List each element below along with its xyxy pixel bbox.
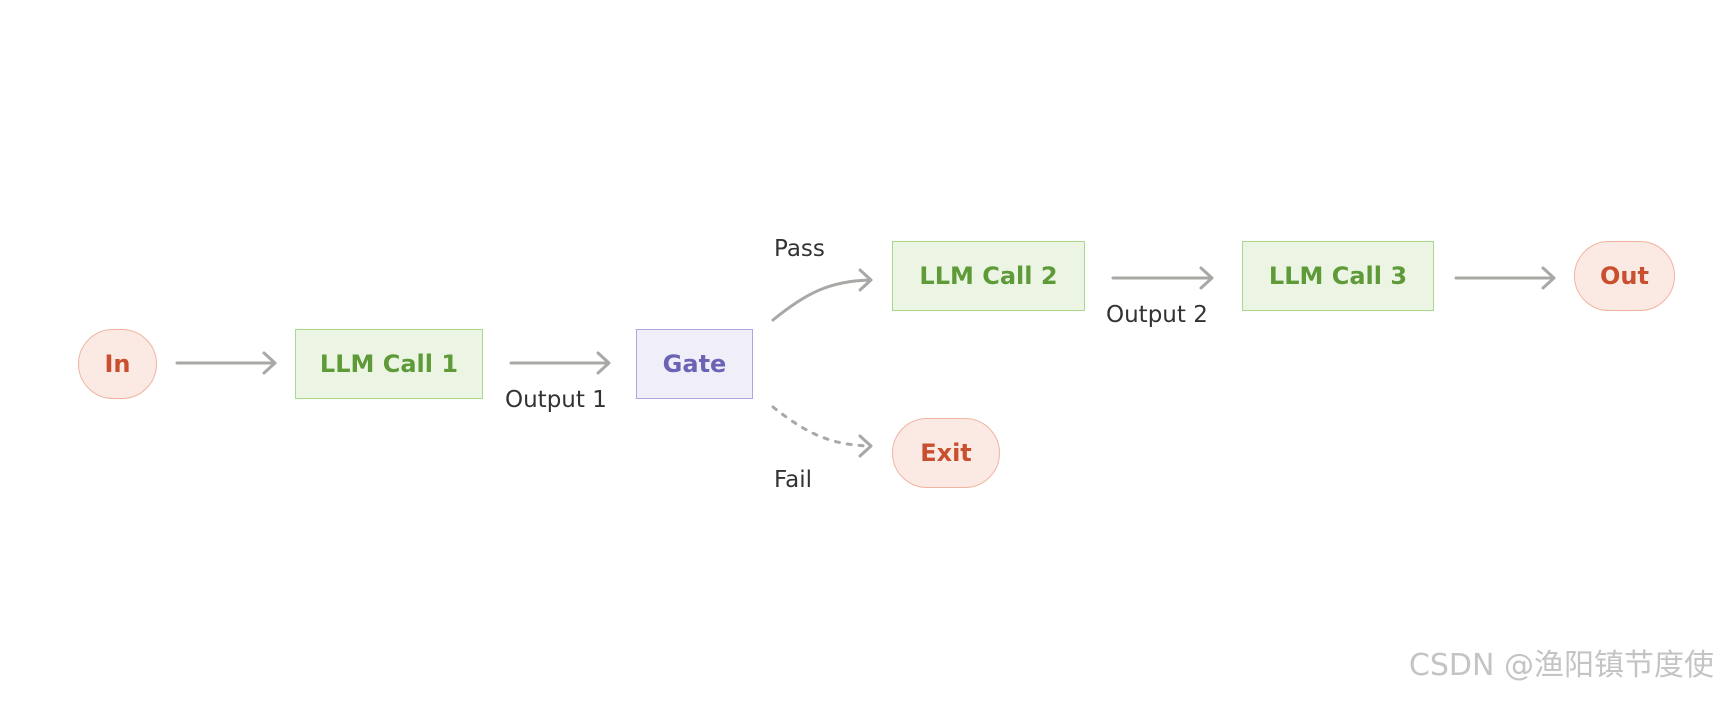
node-llm-call-1-label: LLM Call 1 xyxy=(319,350,459,378)
arrowhead-llm-call-3-to-out xyxy=(1541,266,1556,290)
arrowhead-llm-call-2-to-llm-call-3 xyxy=(1199,266,1214,290)
node-llm-call-2-label: LLM Call 2 xyxy=(919,262,1058,290)
edge-label-fail: Fail xyxy=(774,467,812,493)
watermark: CSDN @渔阳镇节度使 xyxy=(1408,648,1714,683)
edge-gate-to-llm-call-2 xyxy=(771,278,872,322)
node-llm-call-3-label: LLM Call 3 xyxy=(1268,262,1408,290)
arrowhead-gate-to-llm-call-2 xyxy=(858,268,873,292)
node-in: In xyxy=(78,329,157,399)
arrowhead-gate-to-exit xyxy=(858,434,873,458)
edge-gate-to-exit xyxy=(771,405,872,448)
edge-label-output-1: Output 1 xyxy=(505,387,607,413)
node-llm-call-3: LLM Call 3 xyxy=(1242,241,1434,311)
arrowhead-llm-call-1-to-gate xyxy=(596,351,611,375)
arrowhead-in-to-llm-call-1 xyxy=(262,351,277,375)
edge-label-output-2: Output 2 xyxy=(1106,302,1208,328)
node-exit-label: Exit xyxy=(920,439,972,467)
node-llm-call-2: LLM Call 2 xyxy=(892,241,1085,311)
edge-label-pass: Pass xyxy=(774,236,825,262)
node-exit: Exit xyxy=(892,418,1000,488)
node-gate-label: Gate xyxy=(662,350,727,378)
node-out-label: Out xyxy=(1600,262,1649,290)
node-in-label: In xyxy=(104,350,131,378)
node-gate: Gate xyxy=(636,329,753,399)
node-llm-call-1: LLM Call 1 xyxy=(295,329,483,399)
node-out: Out xyxy=(1574,241,1675,311)
